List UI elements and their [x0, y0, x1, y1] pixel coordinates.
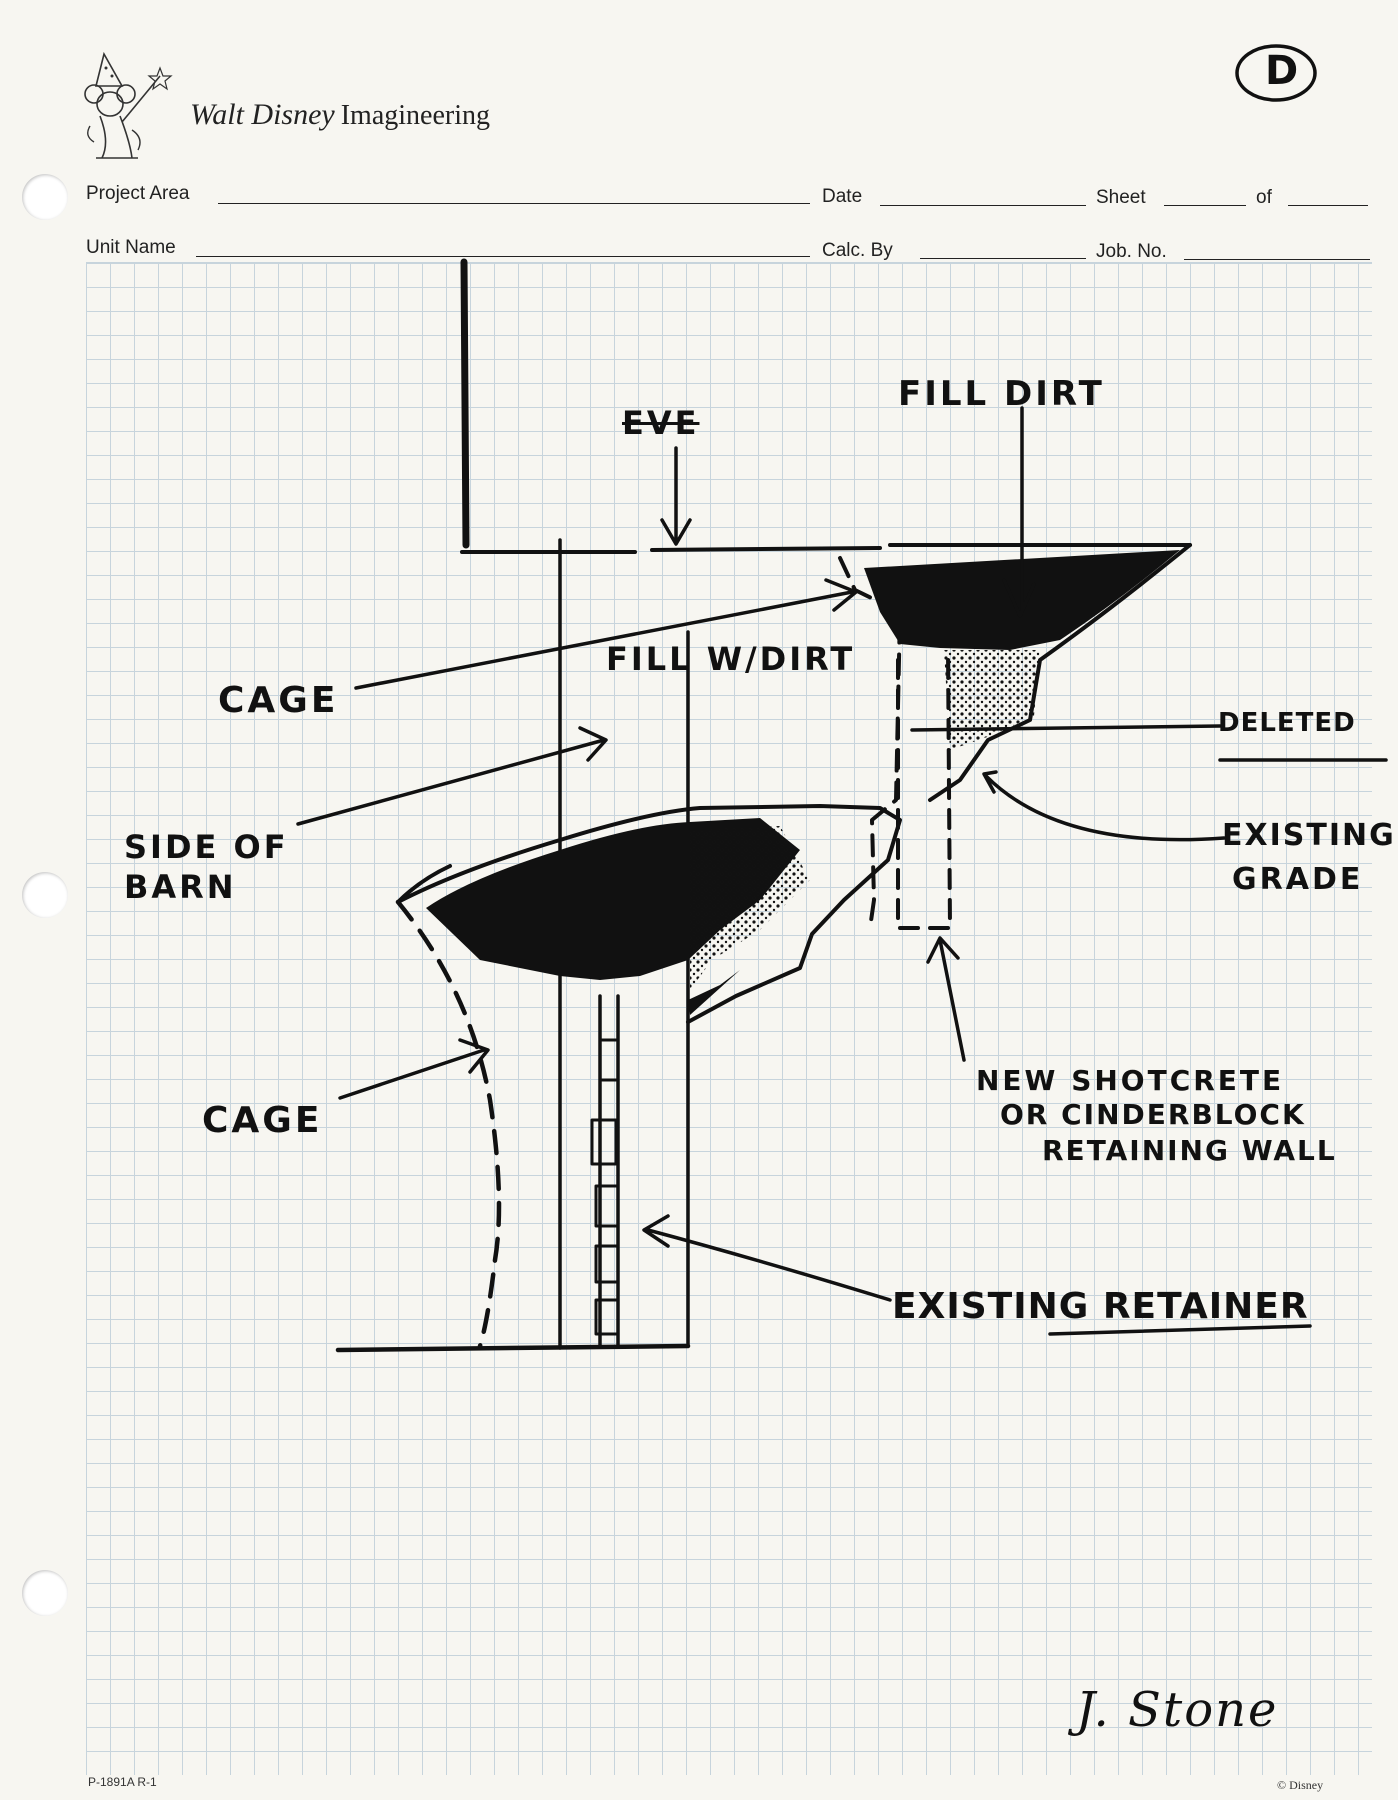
label-fill-w-dirt: FILL W/DIRT — [606, 640, 856, 678]
label-side-of-barn-2: BARN — [124, 868, 237, 906]
label-new-wall-3: RETAINING WALL — [1042, 1134, 1337, 1167]
project-area-label: Project Area — [86, 183, 190, 204]
label-existing-grade-2: GRADE — [1232, 862, 1364, 897]
existing-grade-leader — [982, 770, 1226, 842]
eve-arrow — [660, 446, 692, 546]
sheet-total-field[interactable] — [1288, 205, 1368, 206]
circle-mark-icon — [1235, 44, 1317, 102]
label-cage-lower: CAGE — [202, 1100, 323, 1141]
barn-wall-line — [460, 258, 470, 549]
label-fill-dirt: FILL DIRT — [898, 374, 1105, 414]
sorcerer-mickey-logo — [82, 46, 192, 164]
job-no-label: Job. No. — [1096, 241, 1167, 262]
circled-sheet-mark: D — [1233, 42, 1319, 104]
deleted-leader — [910, 724, 1222, 732]
label-cage-upper: CAGE — [218, 680, 339, 721]
eve-line — [460, 543, 1192, 554]
copyright-notice: © Disney — [1277, 1778, 1324, 1792]
side-of-barn-leader — [296, 726, 608, 826]
brand-name: Imagineering — [340, 100, 490, 131]
sheet-label: Sheet — [1096, 187, 1146, 208]
calc-by-field[interactable] — [920, 258, 1086, 259]
job-no-field[interactable] — [1184, 259, 1370, 260]
label-existing-retainer: EXISTING RETAINER — [892, 1286, 1309, 1327]
label-new-wall-1: NEW SHOTCRETE — [976, 1064, 1285, 1097]
lower-cage-line — [395, 899, 502, 1349]
of-label: of — [1256, 187, 1272, 208]
new-retaining-wall — [896, 648, 952, 930]
fill-dirt-arrow — [1002, 406, 1036, 618]
unit-name-label: Unit Name — [86, 237, 176, 258]
existing-grade-line — [396, 804, 902, 1024]
label-side-of-barn-1: SIDE OF — [124, 828, 289, 866]
existing-retainer-leader — [642, 1214, 892, 1302]
form-code: P-1891A R-1 — [88, 1775, 157, 1789]
binder-hole-middle — [22, 872, 68, 918]
cage-lower-leader — [338, 1038, 490, 1100]
label-deleted: DELETED — [1218, 708, 1356, 738]
date-label: Date — [822, 186, 863, 207]
calc-by-label: Calc. By — [822, 240, 893, 261]
graph-paper-grid — [86, 262, 1372, 1775]
sheet-mark-letter: D — [1265, 48, 1299, 94]
unit-name-field[interactable] — [196, 256, 810, 257]
date-field[interactable] — [880, 205, 1086, 206]
sheet-number-field[interactable] — [1164, 205, 1246, 206]
label-existing-grade-1: EXISTING — [1222, 818, 1396, 853]
label-eve: EVE — [622, 404, 700, 442]
signature: J. Stone — [1076, 1682, 1279, 1738]
sorcerer-mickey-icon — [84, 51, 173, 159]
label-new-wall-2: OR CINDERBLOCK — [1000, 1098, 1306, 1131]
ground-line — [335, 1343, 691, 1353]
project-area-field[interactable] — [218, 203, 810, 204]
cage-upper-leader — [354, 578, 858, 690]
new-wall-leader — [926, 936, 966, 1062]
binder-hole-top — [22, 174, 68, 220]
binder-hole-bottom — [22, 1570, 68, 1616]
brand-script: Walt Disney — [190, 98, 335, 131]
